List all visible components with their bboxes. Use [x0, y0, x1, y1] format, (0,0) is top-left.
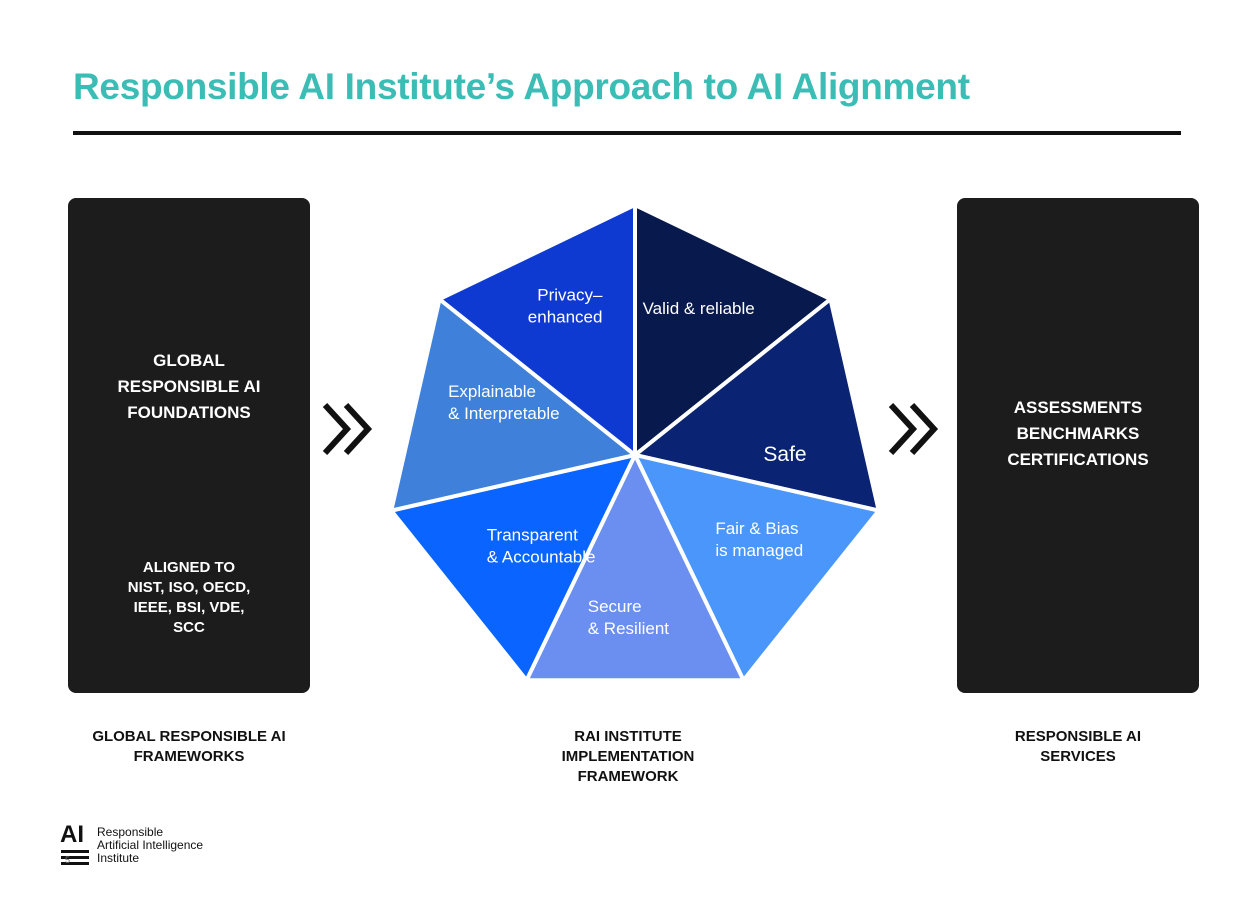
- double-chevron-right-icon: [888, 402, 939, 456]
- wheel-segment-label: Transparent& Accountable: [487, 526, 596, 567]
- wheel-segment-label: Valid & reliable: [643, 299, 755, 318]
- services-list: ASSESSMENTS BENCHMARKS CERTIFICATIONS: [957, 395, 1199, 473]
- wheel-segment-label: Safe: [763, 443, 806, 466]
- logo-line: Artificial Intelligence: [97, 838, 204, 852]
- caption-line: IMPLEMENTATION: [561, 748, 695, 765]
- foundations-heading-line: RESPONSIBLE AI: [117, 377, 261, 396]
- caption-line: FRAMEWORK: [577, 768, 679, 785]
- caption-line: FRAMEWORKS: [133, 748, 245, 765]
- wheel-segment-label: Secure& Resilient: [588, 598, 670, 639]
- aligned-standards: ALIGNED TO NIST, ISO, OECD, IEEE, BSI, V…: [68, 558, 310, 638]
- foundations-heading: GLOBAL RESPONSIBLE AI FOUNDATIONS: [68, 348, 310, 426]
- caption-frameworks: GLOBAL RESPONSIBLE AI FRAMEWORKS: [68, 727, 310, 767]
- aligned-standards-line: ALIGNED TO: [142, 559, 236, 576]
- caption-implementation: RAI INSTITUTE IMPLEMENTATION FRAMEWORK: [508, 727, 748, 787]
- logo-line: Responsible: [97, 825, 164, 839]
- title-divider: [73, 131, 1181, 135]
- foundations-heading-line: GLOBAL: [153, 351, 225, 370]
- ai-logo-icon: AI: [60, 822, 92, 866]
- double-chevron-right-icon: [322, 402, 373, 456]
- wheel-segment-label: Privacy–enhanced: [528, 286, 603, 327]
- caption-services: RESPONSIBLE AI SERVICES: [957, 727, 1199, 767]
- page-title: Responsible AI Institute’s Approach to A…: [73, 66, 970, 107]
- aligned-standards-line: NIST, ISO, OECD,: [127, 579, 251, 596]
- logo-wordmark: Responsible Artificial Intelligence Inst…: [97, 826, 203, 865]
- foundations-heading-line: FOUNDATIONS: [127, 403, 251, 422]
- caption-line: RESPONSIBLE AI: [1014, 728, 1142, 745]
- caption-line: SERVICES: [1040, 748, 1116, 765]
- wheel-segment-label: Explainable& Interpretable: [448, 382, 560, 423]
- caption-line: RAI INSTITUTE: [574, 728, 682, 745]
- caption-line: GLOBAL RESPONSIBLE AI: [92, 728, 286, 745]
- service-item: BENCHMARKS: [1016, 424, 1140, 443]
- aligned-standards-line: SCC: [173, 619, 205, 636]
- logo-line: Institute: [97, 851, 140, 865]
- wheel-segment: [437, 203, 637, 457]
- logo-mark-text: AI: [60, 821, 84, 848]
- services-panel: ASSESSMENTS BENCHMARKS CERTIFICATIONS: [957, 198, 1199, 693]
- global-foundations-panel: GLOBAL RESPONSIBLE AI FOUNDATIONS ALIGNE…: [68, 198, 310, 693]
- service-item: CERTIFICATIONS: [1007, 450, 1149, 469]
- service-item: ASSESSMENTS: [1013, 398, 1143, 417]
- aligned-standards-line: IEEE, BSI, VDE,: [133, 599, 245, 616]
- page-number: 5: [65, 855, 71, 865]
